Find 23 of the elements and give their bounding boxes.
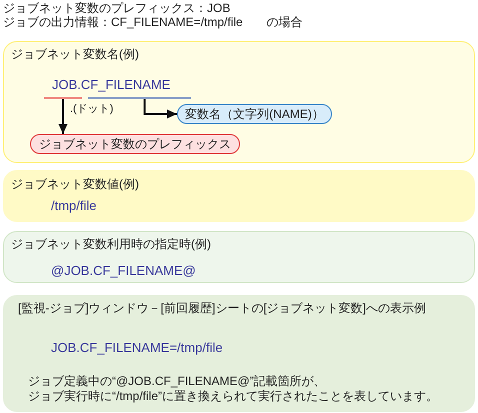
section-panel <box>3 295 475 412</box>
section-panel <box>3 41 475 163</box>
code-example: /tmp/file <box>51 199 97 213</box>
section-heading: [監視-ジョブ]ウィンドウ－[前回履歴]シートの[ジョブネット変数]への表示例 <box>18 301 426 315</box>
code-example: JOB.CF_FILENAME=/tmp/file <box>51 341 223 355</box>
code-example: @JOB.CF_FILENAME@ <box>51 264 196 278</box>
header-note: ジョブネット変数のプレフィックス：JOB <box>3 1 230 15</box>
description-text: ジョブ定義中の“@JOB.CF_FILENAME@”記載箇所が、 <box>28 374 326 388</box>
annotation-text: .(ドット) <box>70 102 114 116</box>
section-heading: ジョブネット変数値(例) <box>11 177 139 191</box>
code-example: JOB.CF_FILENAME <box>52 78 170 92</box>
header-note: ジョブの出力情報：CF_FILENAME=/tmp/file の場合 <box>3 15 303 29</box>
section-heading: ジョブネット変数名(例) <box>11 47 139 61</box>
description-text: ジョブ実行時に“/tmp/file”に置き換えられて実行されたことを表しています。 <box>28 389 438 403</box>
section-heading: ジョブネット変数利用時の指定時(例) <box>11 237 211 251</box>
section-panel <box>3 170 475 222</box>
callout-label: ジョブネット変数のプレフィックス <box>30 134 240 154</box>
section-panel <box>3 231 475 283</box>
arrow <box>144 99 177 118</box>
arrow <box>58 99 68 134</box>
callout-label: 変数名（文字列(NAME)） <box>177 104 332 124</box>
underline-bar <box>44 97 82 99</box>
underline-bar <box>88 97 191 99</box>
